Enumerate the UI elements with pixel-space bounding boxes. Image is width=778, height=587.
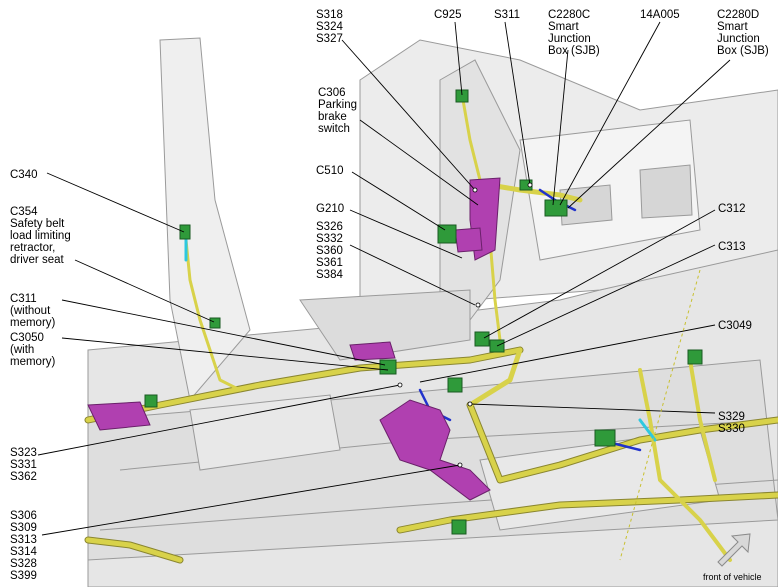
label-c510: C510 bbox=[316, 165, 344, 177]
splice-markers bbox=[397, 182, 533, 468]
front-of-vehicle-label: front of vehicle bbox=[703, 572, 762, 582]
label-c354: C354 Safety belt load limiting retractor… bbox=[10, 206, 74, 266]
body-panels bbox=[87, 37, 778, 587]
label-s329: S329 S330 bbox=[718, 411, 748, 435]
connectors bbox=[144, 89, 703, 535]
label-c3050: C3050 (with memory) bbox=[10, 332, 56, 368]
direction-arrow-icon bbox=[717, 533, 751, 567]
label-c340: C340 bbox=[10, 169, 38, 181]
label-14a005: 14A005 bbox=[640, 9, 680, 21]
label-c313: C313 bbox=[718, 241, 746, 253]
label-s311: S311 bbox=[494, 9, 520, 21]
label-s318: S318 S324 S327 bbox=[316, 9, 346, 45]
label-s326: S326 S332 S360 S361 S384 bbox=[316, 221, 346, 281]
label-g210: G210 bbox=[316, 203, 344, 215]
label-s306: S306 S309 S313 S314 S328 S399 bbox=[10, 510, 40, 582]
label-c311: C311 (without memory) bbox=[10, 293, 56, 329]
label-c3049: C3049 bbox=[718, 320, 752, 332]
label-s323: S323 S331 S362 bbox=[10, 447, 40, 483]
guide-line bbox=[619, 269, 701, 561]
front-of-vehicle-indicator: front of vehicle bbox=[703, 533, 762, 582]
label-c925: C925 bbox=[434, 9, 462, 21]
label-c2280d: C2280D Smart Junction Box (SJB) bbox=[717, 9, 769, 57]
callout-labels: S318 S324 S327 C925 S311 C2280C Smart Ju… bbox=[10, 9, 769, 582]
label-c2280c: C2280C Smart Junction Box (SJB) bbox=[548, 9, 600, 57]
label-c312: C312 bbox=[718, 203, 746, 215]
label-c306: C306 Parking brake switch bbox=[318, 87, 360, 135]
wiring-harness bbox=[84, 98, 778, 564]
leader-lines bbox=[37, 21, 731, 536]
brackets bbox=[87, 177, 501, 501]
